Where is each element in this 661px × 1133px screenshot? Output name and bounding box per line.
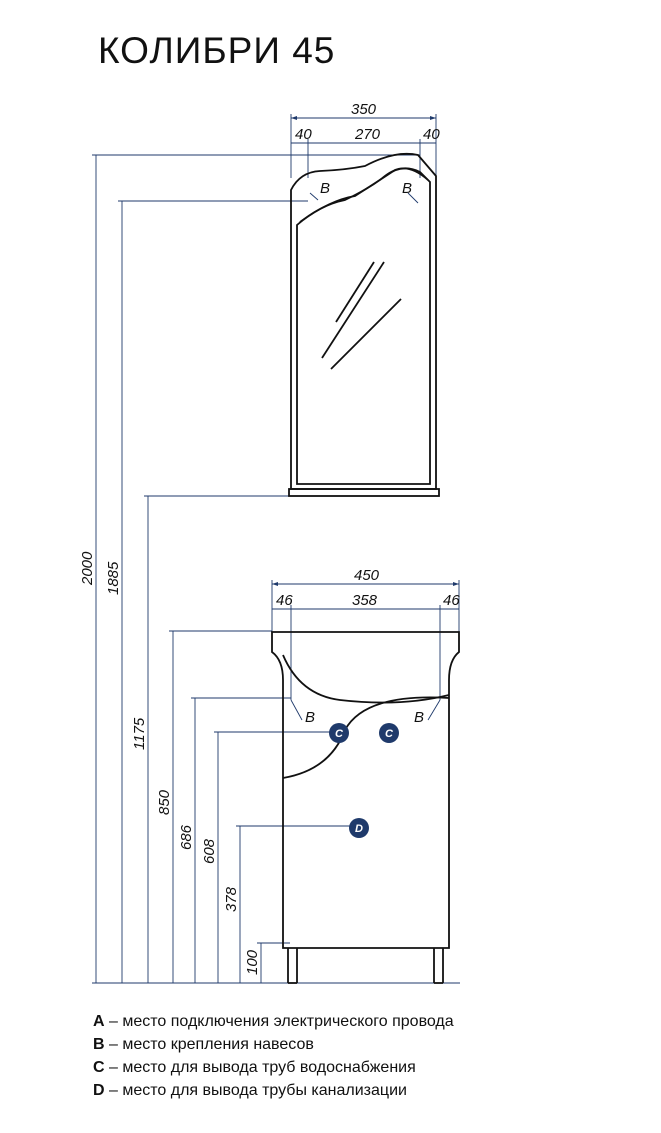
c-marker-right: [379, 723, 399, 743]
b-label-mirror-left: B: [320, 180, 330, 197]
mirror-left-margin: 40: [295, 126, 312, 143]
cabinet-inner-width: 358: [352, 592, 378, 609]
cabinet-total-width: 450: [354, 567, 380, 584]
mirror-right-margin: 40: [423, 126, 440, 143]
height-2000: 2000: [79, 551, 96, 586]
height-608: 608: [201, 838, 218, 864]
legend-row-c: C – место для вывода труб водоснабжения: [93, 1059, 416, 1076]
height-1885: 1885: [105, 561, 122, 595]
legend: A – место подключения электрического про…: [93, 1010, 454, 1102]
mirror-total-width: 350: [351, 101, 377, 118]
legend-row-b: B – место крепления навесов: [93, 1036, 314, 1053]
height-1175: 1175: [131, 717, 148, 750]
legend-row-d: D – место для вывода трубы канализации: [93, 1082, 407, 1099]
svg-text:C: C: [385, 728, 394, 740]
height-100: 100: [244, 949, 261, 975]
svg-text:D: D: [355, 823, 363, 835]
c-marker-left: [329, 723, 349, 743]
height-378: 378: [223, 886, 240, 912]
svg-text:C: C: [335, 728, 344, 740]
technical-drawing: C C D B B B B 350 40 270 40 450 46 358 4…: [79, 101, 460, 984]
b-label-mirror-right: B: [402, 180, 412, 197]
height-850: 850: [156, 789, 173, 815]
d-marker: [349, 818, 369, 838]
height-686: 686: [178, 824, 195, 850]
cabinet-left-margin: 46: [276, 592, 293, 609]
b-label-cabinet-right: B: [414, 709, 424, 726]
page-title: КОЛИБРИ 45: [98, 30, 336, 71]
cabinet-right-margin: 46: [443, 592, 460, 609]
b-label-cabinet-left: B: [305, 709, 315, 726]
mirror-inner-width: 270: [354, 126, 381, 143]
legend-row-a: A – место подключения электрического про…: [93, 1013, 454, 1030]
